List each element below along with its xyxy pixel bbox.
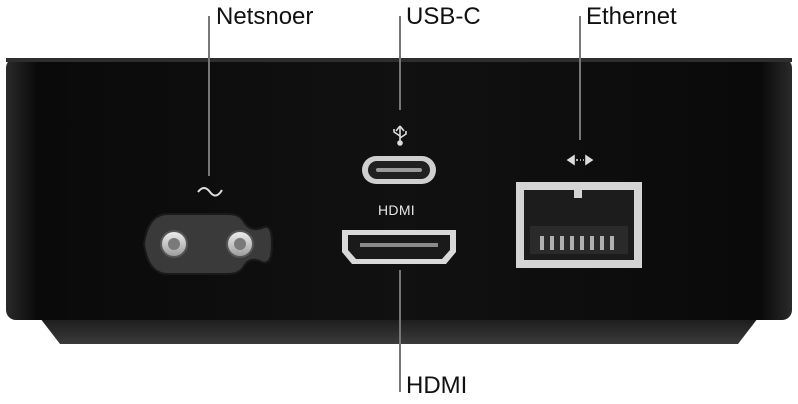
- ethernet-arrows-icon: [566, 154, 594, 166]
- callout-ethernet: Ethernet: [586, 3, 677, 30]
- hdmi-port-label: HDMI: [378, 202, 415, 218]
- callout-power: Netsnoer: [216, 3, 314, 30]
- callout-usbc: USB-C: [406, 3, 481, 30]
- power-inlet: [142, 213, 274, 275]
- usb-c-port: [362, 156, 436, 184]
- hdmi-port: [342, 230, 456, 264]
- ethernet-port: [516, 182, 642, 268]
- usb-trident-icon: [393, 125, 407, 146]
- ac-tilde-icon: [197, 187, 223, 197]
- callout-hdmi: HDMI: [406, 372, 468, 399]
